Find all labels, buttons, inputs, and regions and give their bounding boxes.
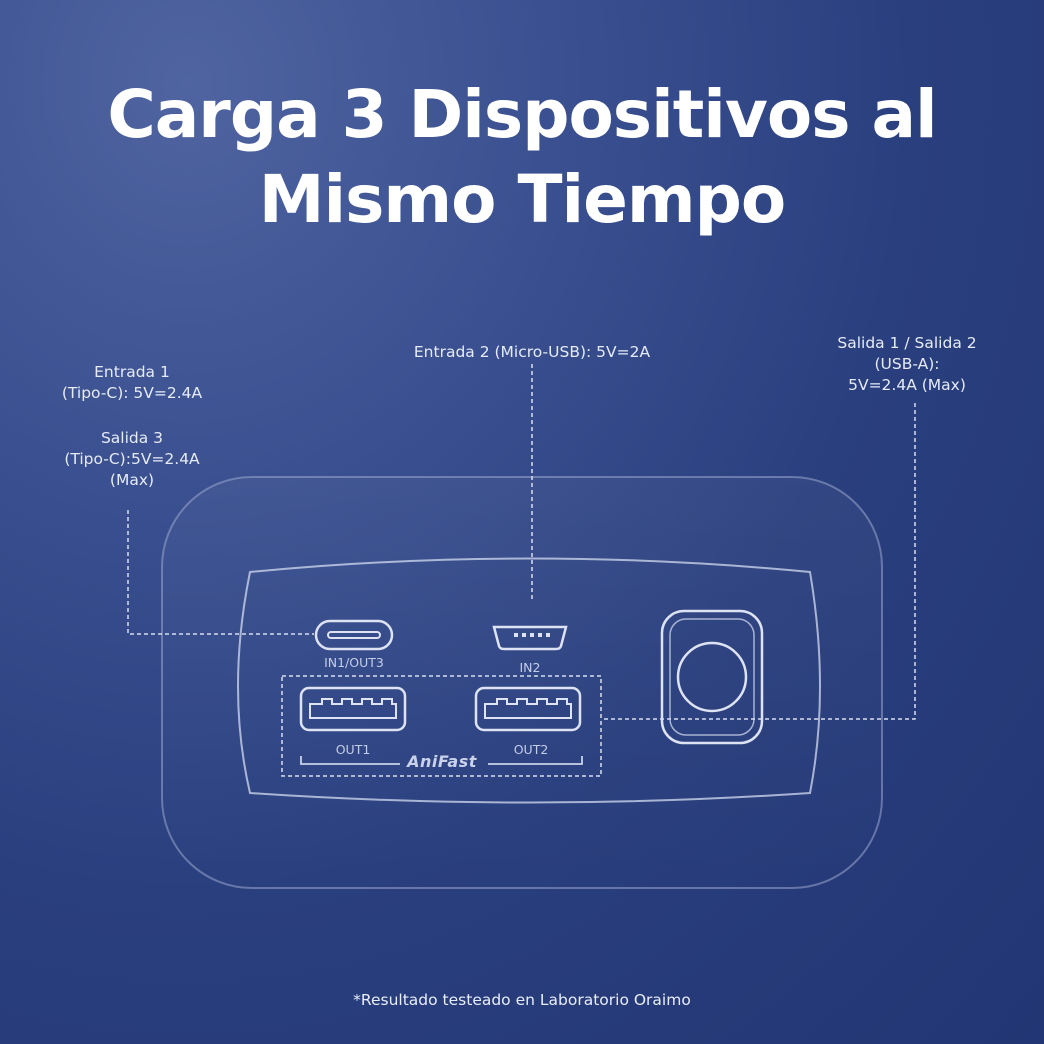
input-2-label: Entrada 2 (Micro-USB): 5V=2A [413,343,651,361]
leader-line-type-c [127,510,314,635]
usb-a-port-1-caption: OUT1 [335,742,371,757]
usb-a-port-2-icon [474,686,582,732]
usb-a-dashed-highlight [281,675,602,777]
headline-line-1: Carga 3 Dispositivos al [107,76,937,153]
anifast-logo: AniFast [407,752,477,771]
headline-line-2: Mismo Tiempo [258,161,786,238]
output-3-label-line-3: (Max) [109,471,155,489]
type-c-port-icon [314,619,394,651]
input-1-label: Entrada 1 (Tipo-C): 5V=2.4A [32,362,232,404]
input-1-label-line-1: Entrada 1 [94,363,170,381]
output-3-label-line-2: (Tipo-C):5V=2.4A [64,450,200,468]
output-1-2-label-line-3: 5V=2.4A (Max) [848,376,966,394]
output-1-2-label-line-1: Salida 1 / Salida 2 [837,334,977,352]
footnote: *Resultado testeado en Laboratorio Oraim… [353,991,691,1009]
output-1-2-label: Salida 1 / Salida 2 (USB-A): 5V=2.4A (Ma… [807,333,1007,396]
power-bank-port-panel [237,557,821,804]
type-c-port-caption: IN1/OUT3 [324,655,384,670]
usb-a-port-2-caption: OUT2 [513,742,549,757]
output-3-label: Salida 3 (Tipo-C):5V=2.4A (Max) [32,428,232,491]
micro-usb-port-icon [492,625,568,651]
leader-line-usb-a [601,403,916,720]
leader-lines [127,364,916,720]
input-1-label-line-2: (Tipo-C): 5V=2.4A [61,384,203,402]
power-bank-outer-body [161,476,883,889]
output-1-2-label-line-2: (USB-A): [874,355,940,373]
usb-a-brackets [300,756,583,765]
power-button-icon [660,609,764,745]
usb-a-port-1-icon [299,686,407,732]
micro-usb-port-caption: IN2 [519,660,541,675]
output-3-label-line-1: Salida 3 [100,429,164,447]
